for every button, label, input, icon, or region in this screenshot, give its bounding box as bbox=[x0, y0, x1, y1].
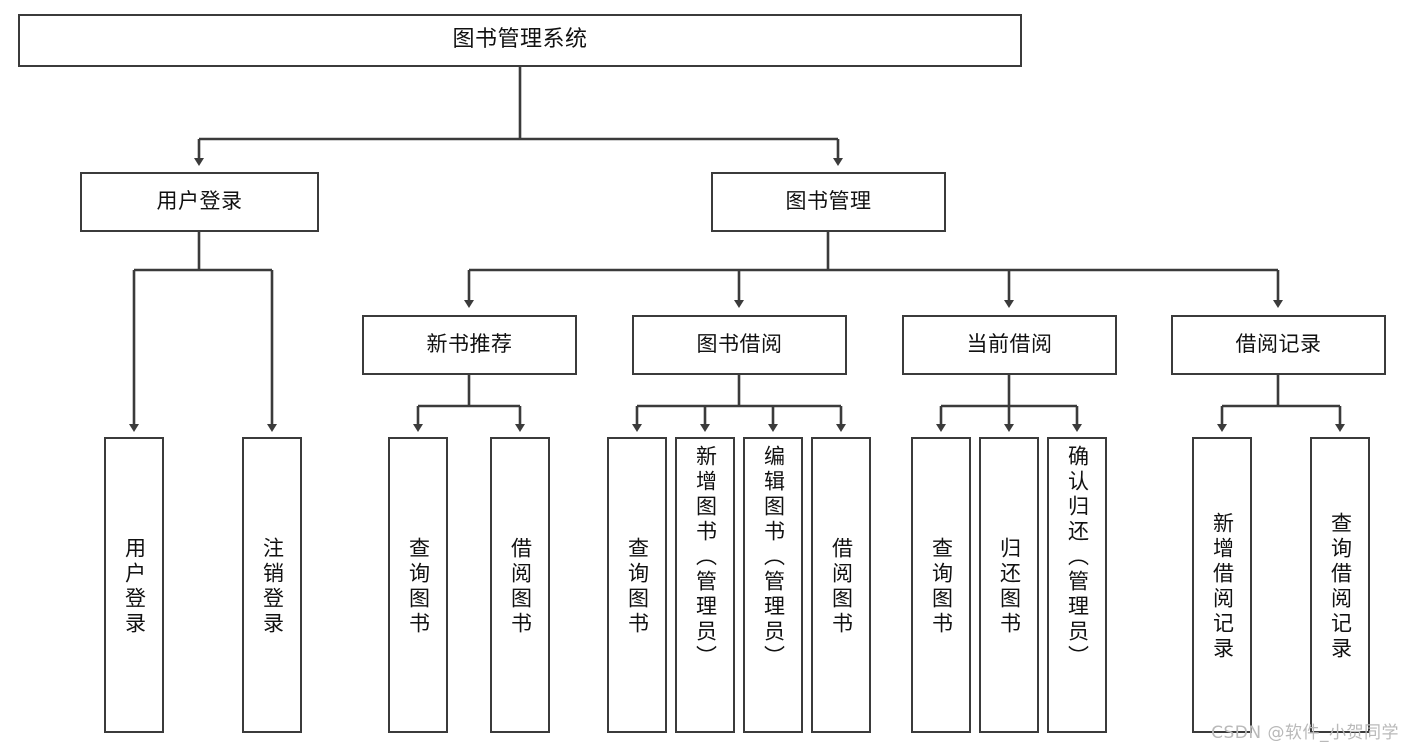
leaf-borrow-book[interactable]: 借阅图书 bbox=[811, 437, 871, 733]
leaf-inner: 用户登录 bbox=[122, 443, 147, 731]
leaf-label: 查询借阅记录 bbox=[1328, 512, 1353, 662]
leaf-borrow-book-recommend[interactable]: 借阅图书 bbox=[490, 437, 550, 733]
leaf-label: 借阅图书 bbox=[508, 537, 533, 637]
node-new-book-recommend[interactable]: 新书推荐 bbox=[362, 315, 577, 375]
leaf-label: 编辑图书（管理员） bbox=[761, 445, 786, 670]
node-label: 图书管理 bbox=[785, 189, 872, 214]
leaf-confirm-return-admin[interactable]: 确认归还（管理员） bbox=[1047, 437, 1107, 733]
leaf-label: 查询图书 bbox=[929, 537, 954, 637]
leaf-label: 借阅图书 bbox=[829, 537, 854, 637]
leaf-query-book-recommend[interactable]: 查询图书 bbox=[388, 437, 448, 733]
leaf-label: 新增借阅记录 bbox=[1210, 512, 1235, 662]
leaf-inner: 查询图书 bbox=[406, 443, 431, 731]
leaf-user-login[interactable]: 用户登录 bbox=[104, 437, 164, 733]
leaf-inner: 借阅图书 bbox=[829, 443, 854, 731]
node-root-system[interactable]: 图书管理系统 bbox=[18, 14, 1022, 67]
leaf-inner: 编辑图书（管理员） bbox=[761, 443, 786, 731]
node-book-borrow[interactable]: 图书借阅 bbox=[632, 315, 847, 375]
node-label: 新书推荐 bbox=[426, 332, 513, 357]
node-label: 图书借阅 bbox=[696, 332, 783, 357]
node-label: 图书管理系统 bbox=[452, 27, 588, 53]
leaf-inner: 确认归还（管理员） bbox=[1065, 443, 1090, 731]
leaf-label: 新增图书（管理员） bbox=[693, 445, 718, 670]
node-book-management[interactable]: 图书管理 bbox=[711, 172, 946, 232]
node-label: 用户登录 bbox=[156, 189, 243, 214]
leaf-inner: 查询借阅记录 bbox=[1328, 443, 1353, 731]
leaf-inner: 注销登录 bbox=[260, 443, 285, 731]
leaf-query-book-current[interactable]: 查询图书 bbox=[911, 437, 971, 733]
node-current-borrow[interactable]: 当前借阅 bbox=[902, 315, 1117, 375]
leaf-label: 确认归还（管理员） bbox=[1065, 445, 1090, 670]
leaf-inner: 查询图书 bbox=[929, 443, 954, 731]
leaf-label: 用户登录 bbox=[122, 537, 147, 637]
leaf-label: 归还图书 bbox=[997, 537, 1022, 637]
leaf-inner: 归还图书 bbox=[997, 443, 1022, 731]
leaf-inner: 查询图书 bbox=[625, 443, 650, 731]
leaf-inner: 借阅图书 bbox=[508, 443, 533, 731]
leaf-label: 查询图书 bbox=[625, 537, 650, 637]
leaf-add-book-admin[interactable]: 新增图书（管理员） bbox=[675, 437, 735, 733]
node-borrow-record[interactable]: 借阅记录 bbox=[1171, 315, 1386, 375]
leaf-edit-book-admin[interactable]: 编辑图书（管理员） bbox=[743, 437, 803, 733]
leaf-inner: 新增图书（管理员） bbox=[693, 443, 718, 731]
leaf-query-borrow-record[interactable]: 查询借阅记录 bbox=[1310, 437, 1370, 733]
leaf-add-borrow-record[interactable]: 新增借阅记录 bbox=[1192, 437, 1252, 733]
leaf-label: 查询图书 bbox=[406, 537, 431, 637]
leaf-inner: 新增借阅记录 bbox=[1210, 443, 1235, 731]
leaf-return-book[interactable]: 归还图书 bbox=[979, 437, 1039, 733]
node-label: 借阅记录 bbox=[1235, 332, 1322, 357]
node-user-login[interactable]: 用户登录 bbox=[80, 172, 319, 232]
leaf-logout[interactable]: 注销登录 bbox=[242, 437, 302, 733]
node-label: 当前借阅 bbox=[966, 332, 1053, 357]
watermark-text: CSDN @软件_小贺同学 bbox=[1211, 723, 1399, 743]
leaf-query-book-borrow[interactable]: 查询图书 bbox=[607, 437, 667, 733]
leaf-label: 注销登录 bbox=[260, 537, 285, 637]
